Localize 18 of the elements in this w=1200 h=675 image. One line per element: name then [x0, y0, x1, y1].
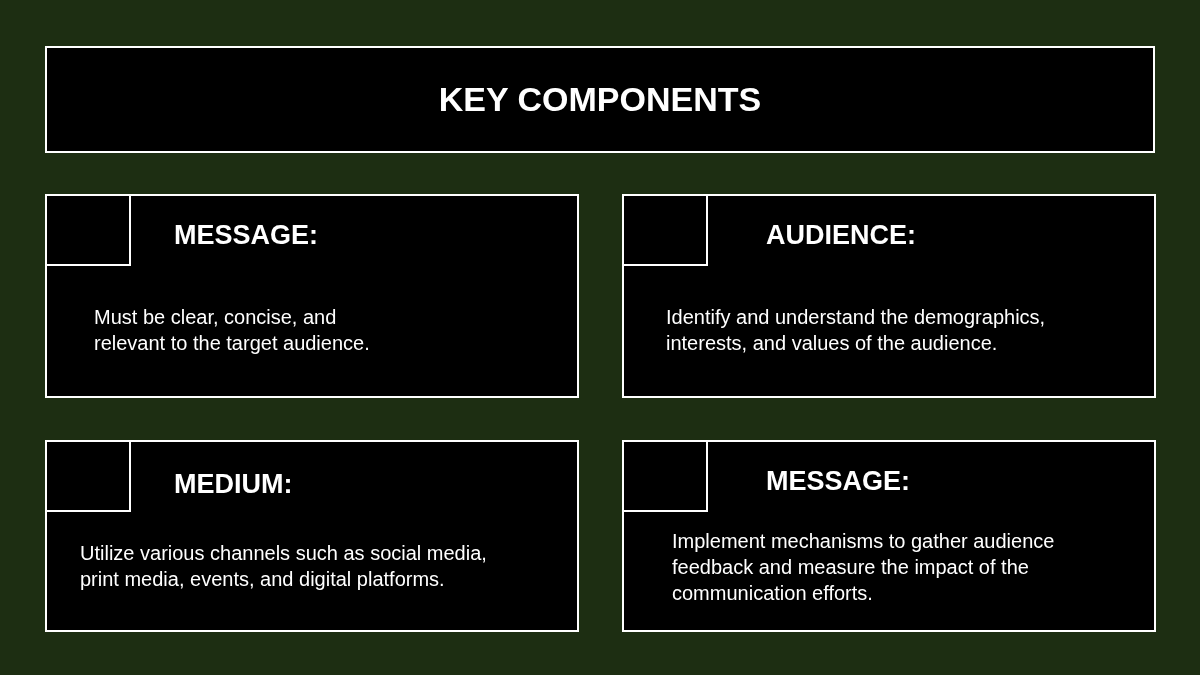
- card-heading: MEDIUM:: [174, 469, 293, 500]
- title-text: KEY COMPONENTS: [438, 80, 762, 119]
- component-card: [45, 440, 579, 632]
- corner-square: [622, 440, 708, 512]
- component-card: [622, 194, 1156, 398]
- component-card: [622, 440, 1156, 632]
- corner-square: [622, 194, 708, 266]
- card-description: Must be clear, concise, and relevant to the target audience.: [94, 305, 371, 356]
- corner-square: [45, 194, 131, 266]
- card-description: Identify and understand the demographics, interests, and values of the audience.: [666, 305, 1047, 356]
- component-card: [45, 194, 579, 398]
- card-heading: MESSAGE:: [766, 466, 911, 497]
- corner-square: [45, 440, 131, 512]
- card-description: Implement mechanisms to gather audience feedback and measure the impact of the communication efforts.: [672, 529, 1056, 606]
- card-heading: MESSAGE:: [174, 220, 319, 251]
- card-description: Utilize various channels such as social media, print media, events, and digital platforms.: [80, 541, 488, 592]
- card-heading: AUDIENCE:: [766, 220, 916, 251]
- title-banner: [45, 46, 1155, 153]
